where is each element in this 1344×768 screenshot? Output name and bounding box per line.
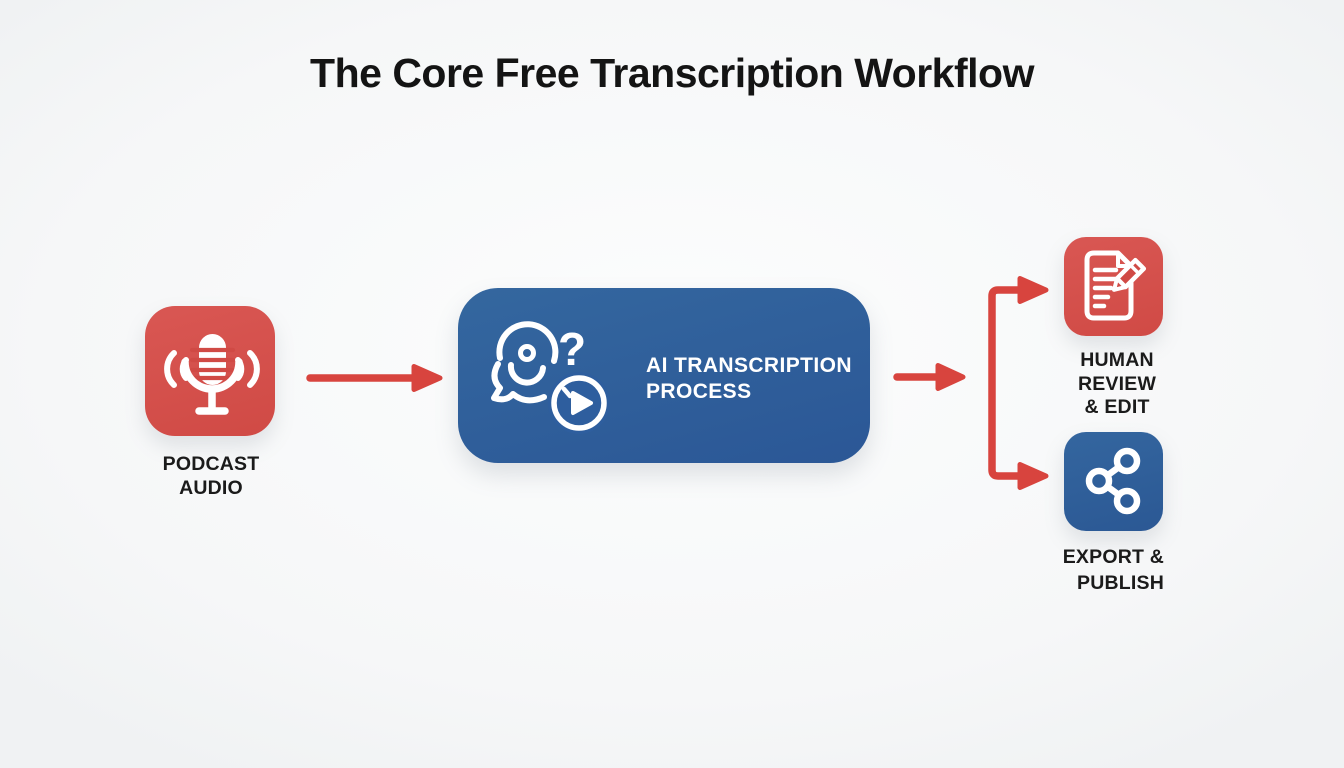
arrow-branch-to-export <box>1017 462 1049 490</box>
svg-text:?: ? <box>558 323 586 375</box>
arrow-process-to-branch <box>893 363 966 391</box>
node-export-publish <box>1064 432 1163 531</box>
human-review-edit-label: HUMAN REVIEW & EDIT <box>1047 349 1187 420</box>
page-title: The Core Free Transcription Workflow <box>310 50 1034 96</box>
document-pencil-icon <box>1084 250 1147 321</box>
label-line: HUMAN <box>1080 349 1154 371</box>
label-line: PROCESS <box>646 380 752 403</box>
label-line: AUDIO <box>179 477 243 499</box>
microphone-icon <box>164 334 260 415</box>
node-ai-transcription-process: ? AI TRANSCRIPTION PROCESS <box>458 288 870 463</box>
node-podcast-audio <box>145 306 275 436</box>
branch-connector <box>988 286 1027 480</box>
export-publish-label: EXPORT & PUBLISH <box>1040 545 1164 596</box>
label-line: EXPORT & <box>1062 546 1164 568</box>
label-line: AI TRANSCRIPTION <box>646 354 852 377</box>
label-line: PUBLISH <box>1077 571 1164 594</box>
label-line: PODCAST <box>162 453 260 475</box>
node-human-review-edit <box>1064 237 1163 336</box>
label-line: & EDIT <box>1084 396 1150 418</box>
arrow-branch-to-review <box>1017 276 1049 304</box>
share-icon <box>1085 447 1141 515</box>
arrow-podcast-to-process <box>306 364 443 392</box>
podcast-audio-label: PODCAST AUDIO <box>135 452 287 500</box>
ai-processing-clock-icon: ? <box>491 321 610 434</box>
ai-transcription-process-label: AI TRANSCRIPTION PROCESS <box>646 353 852 405</box>
label-line: REVIEW <box>1077 372 1157 395</box>
